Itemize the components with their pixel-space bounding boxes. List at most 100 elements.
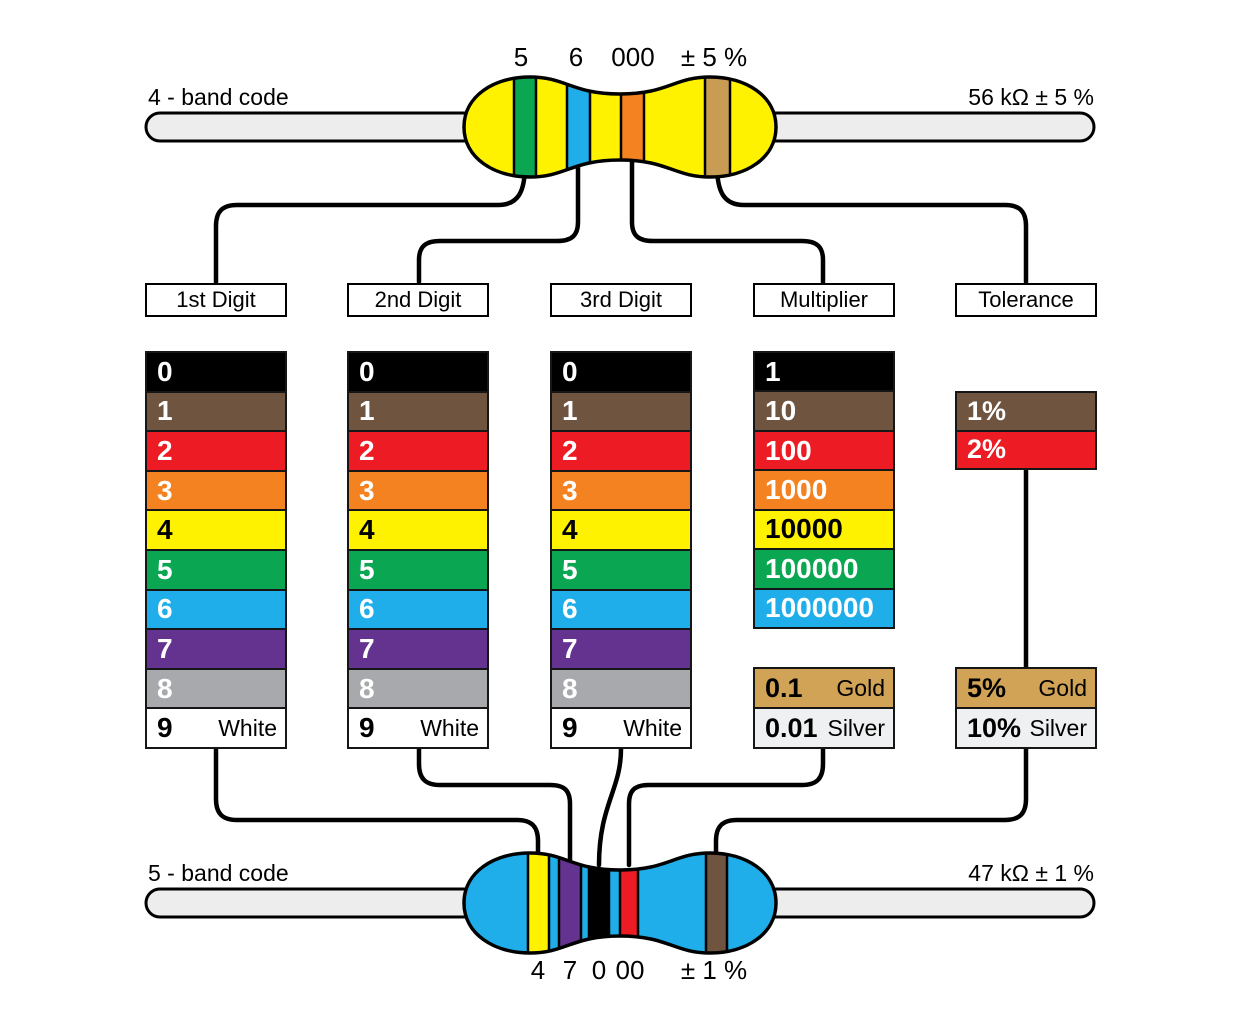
bottom-band-label-7: 7 bbox=[562, 955, 578, 985]
digit-color-row: 0 bbox=[147, 353, 285, 391]
digit-color-row: 9 White bbox=[147, 709, 285, 747]
multiplier-value: 1000 bbox=[765, 473, 828, 505]
bottom-band-label-4: 4 bbox=[530, 955, 546, 985]
multiplier-value: 10000 bbox=[765, 513, 843, 545]
digit-color-row: 8 bbox=[552, 669, 690, 708]
top-resistor-band-gold bbox=[703, 77, 732, 177]
header-tolerance: Tolerance bbox=[955, 283, 1097, 317]
digit-color-row: 6 bbox=[552, 590, 690, 629]
header-3rd-digit-label: 3rd Digit bbox=[580, 287, 662, 312]
top-resistor-band-green bbox=[512, 77, 538, 177]
digit-color-row: 5 bbox=[349, 550, 487, 589]
digit-color-row: 3 bbox=[147, 471, 285, 510]
digit-value: 7 bbox=[157, 632, 173, 664]
digit-value: 8 bbox=[359, 672, 375, 704]
digit-color-row: 7 bbox=[552, 630, 690, 668]
digit-value: 1 bbox=[562, 395, 578, 427]
color-name-label: White bbox=[623, 714, 682, 741]
digit-color-row: 2 bbox=[552, 432, 690, 470]
color-name-label: White bbox=[218, 714, 277, 741]
bottom-resistor-band-yellow bbox=[526, 853, 551, 953]
top-resistor-band-blue bbox=[565, 77, 592, 177]
multiplier-value: 1000000 bbox=[765, 592, 875, 624]
header-1st-digit: 1st Digit bbox=[145, 283, 287, 317]
column-3rd-digit: 0 1 2 3 4 5 bbox=[550, 351, 692, 749]
top-band-label-5: 5 bbox=[513, 42, 529, 72]
digit-color-row: 2 bbox=[147, 432, 285, 470]
digit-value: 5 bbox=[359, 553, 375, 585]
digit-value: 0 bbox=[562, 355, 578, 387]
digit-color-row: 1 bbox=[349, 392, 487, 431]
top-resistor-band-orange bbox=[619, 77, 646, 177]
digit-color-row: 9 White bbox=[552, 709, 690, 747]
bottom-resistor-value-label: 47 kΩ ± 1 % bbox=[968, 860, 1094, 886]
multiplier-silver-value: 0.01 bbox=[765, 712, 818, 743]
multiplier-color-row: 10000 bbox=[755, 510, 893, 549]
multiplier-silver-row: 0.01 Silver bbox=[755, 709, 893, 747]
digit-value: 2 bbox=[157, 434, 173, 466]
digit-value: 9 bbox=[157, 712, 173, 744]
header-multiplier-label: Multiplier bbox=[779, 287, 869, 312]
multiplier-gold-row: 0.1 Gold bbox=[755, 669, 893, 707]
digit-value: 2 bbox=[562, 434, 578, 466]
digit-color-row: 1 bbox=[552, 392, 690, 431]
digit-color-row: 7 bbox=[147, 630, 285, 668]
bottom-band-label-00: 00 bbox=[615, 955, 645, 985]
column-1st-digit: 0 1 2 3 4 5 bbox=[145, 351, 287, 749]
digit-color-row: 3 bbox=[552, 471, 690, 510]
connector-2nd-digit-to-violet bbox=[416, 746, 573, 868]
multiplier-color-row: 1000 bbox=[755, 471, 893, 509]
top-band-label-tolerance: ± 5 % bbox=[680, 42, 748, 72]
connector-orange-to-multiplier bbox=[629, 147, 826, 285]
multiplier-gold-value: 0.1 bbox=[765, 672, 803, 703]
digit-value: 6 bbox=[157, 593, 173, 625]
digit-color-row: 7 bbox=[349, 630, 487, 668]
digit-color-row: 2 bbox=[349, 432, 487, 470]
digit-value: 3 bbox=[359, 474, 375, 506]
digit-color-row: 0 bbox=[552, 353, 690, 391]
tolerance-silver-value: 10% bbox=[967, 712, 1022, 743]
tolerance-2pct-row: 2% bbox=[957, 431, 1095, 468]
multiplier-color-row: 1 bbox=[755, 353, 893, 391]
tolerance-silver-label: Silver bbox=[1029, 714, 1087, 741]
tolerance-gold-silver-box: 5% Gold 10% Silver bbox=[955, 667, 1097, 749]
digit-value: 2 bbox=[359, 434, 375, 466]
digit-value: 7 bbox=[359, 632, 375, 664]
digit-value: 3 bbox=[562, 474, 578, 506]
tolerance-silver-row: 10% Silver bbox=[957, 709, 1095, 747]
digit-value: 8 bbox=[157, 672, 173, 704]
column-2nd-digit: 0 1 2 3 4 5 bbox=[347, 351, 489, 749]
multiplier-gold-silver-box: 0.1 Gold 0.01 Silver bbox=[753, 667, 895, 749]
connector-blue-to-2nd-digit bbox=[416, 147, 581, 285]
multiplier-silver-label: Silver bbox=[827, 714, 885, 741]
multiplier-value: 1 bbox=[765, 355, 781, 387]
tolerance-main-box: 1% 2% bbox=[955, 391, 1097, 470]
digit-value: 4 bbox=[359, 514, 375, 546]
multiplier-color-row: 1000000 bbox=[755, 589, 893, 627]
column-multiplier: 1 10 100 1000 10000 100000 1000000 bbox=[753, 351, 895, 629]
tolerance-1pct-row: 1% bbox=[957, 393, 1095, 430]
five-band-code-label: 5 - band code bbox=[148, 860, 289, 886]
bottom-resistor-band-red bbox=[618, 853, 640, 953]
connector-multiplier-to-red bbox=[626, 746, 826, 868]
connector-3rd-digit-to-black bbox=[596, 746, 624, 868]
digit-color-row: 5 bbox=[552, 550, 690, 589]
connector-green-to-1st-digit bbox=[213, 162, 528, 285]
digit-value: 0 bbox=[359, 355, 375, 387]
multiplier-color-row: 100000 bbox=[755, 550, 893, 588]
digit-color-row: 5 bbox=[147, 550, 285, 589]
multiplier-value: 100 bbox=[765, 434, 812, 466]
header-1st-digit-label: 1st Digit bbox=[176, 287, 256, 312]
digit-color-row: 4 bbox=[147, 511, 285, 549]
tolerance-gold-value: 5% bbox=[967, 672, 1007, 703]
bottom-band-label-tolerance: ± 1 % bbox=[680, 955, 748, 985]
digit-color-row: 4 bbox=[552, 511, 690, 549]
tolerance-gold-row: 5% Gold bbox=[957, 669, 1095, 707]
digit-color-row: 8 bbox=[349, 669, 487, 708]
top-resistor-value-label: 56 kΩ ± 5 % bbox=[968, 84, 1094, 110]
multiplier-color-row: 100 bbox=[755, 431, 893, 470]
digit-color-row: 6 bbox=[147, 590, 285, 629]
digit-value: 6 bbox=[359, 593, 375, 625]
digit-value: 9 bbox=[562, 712, 578, 744]
